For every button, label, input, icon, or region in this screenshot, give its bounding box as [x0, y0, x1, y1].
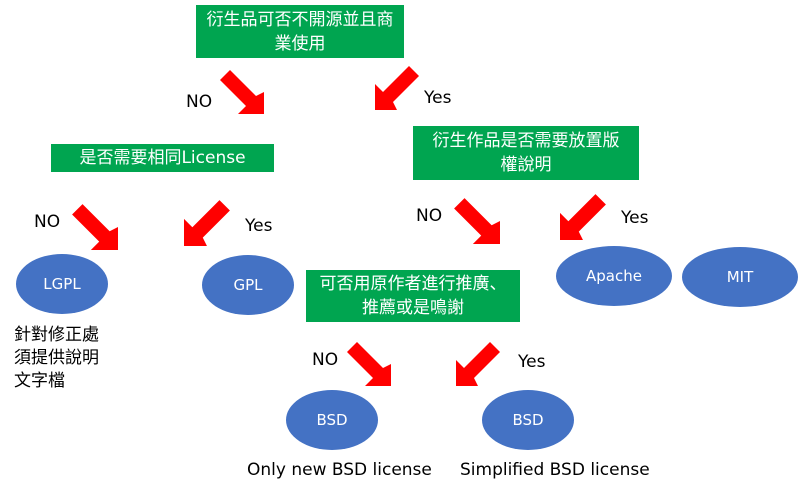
q1-yes-label: Yes [424, 88, 452, 108]
lgpl-note-line-1: 針對修正處 [14, 325, 99, 345]
license-mit-label: MIT [726, 268, 754, 286]
question-box-3: 衍生作品是否需要放置版 權說明 [413, 126, 639, 180]
arrow-q3-no [454, 198, 500, 244]
question-3-line-2: 權說明 [500, 155, 552, 175]
arrow-q2-yes [184, 200, 230, 246]
arrow-q1-no [220, 70, 264, 114]
question-4-line-2: 推薦或是鳴謝 [362, 298, 464, 318]
question-box-2: 是否需要相同License [51, 144, 274, 172]
question-1-line-1: 衍生品可否不開源並且商 [206, 9, 394, 30]
license-bsd-new-label: BSD [316, 411, 348, 429]
lgpl-note-line-3: 文字檔 [14, 371, 65, 391]
q1-no-label: NO [186, 92, 213, 112]
arrow-q4-yes [456, 342, 500, 386]
q3-yes-label: Yes [621, 208, 649, 228]
arrow-q4-no [347, 342, 391, 386]
q3-no-label: NO [416, 206, 443, 226]
question-box-1: 衍生品可否不開源並且商 業使用 [196, 5, 404, 58]
question-box-4: 可否用原作者進行推廣、 推薦或是鳴謝 [306, 270, 520, 322]
license-apache-label: Apache [586, 267, 642, 285]
bsd-new-caption: Only new BSD license [247, 460, 432, 480]
arrow-q2-no [72, 204, 118, 250]
license-node-lgpl: LGPL [16, 254, 108, 314]
question-2-text: 是否需要相同License [79, 148, 246, 168]
arrow-q3-yes [560, 194, 606, 240]
license-node-mit: MIT [682, 247, 798, 307]
license-node-bsd-simplified: BSD [482, 390, 574, 450]
license-node-gpl: GPL [202, 255, 294, 315]
license-lgpl-label: LGPL [43, 275, 81, 293]
question-3-line-1: 衍生作品是否需要放置版 [432, 131, 620, 151]
lgpl-note-line-2: 須提供說明 [14, 348, 99, 368]
license-node-bsd-new: BSD [286, 390, 378, 450]
license-gpl-label: GPL [233, 276, 263, 294]
license-node-apache: Apache [556, 246, 672, 306]
q4-no-label: NO [312, 350, 339, 370]
q2-no-label: NO [34, 212, 61, 232]
lgpl-note: 針對修正處 須提供說明 文字檔 [14, 324, 99, 393]
question-4-line-1: 可否用原作者進行推廣、 [319, 274, 507, 294]
q4-yes-label: Yes [518, 352, 546, 372]
q2-yes-label: Yes [245, 216, 273, 236]
bsd-simplified-caption: Simplified BSD license [460, 460, 650, 480]
license-bsd-simplified-label: BSD [512, 411, 544, 429]
arrow-q1-yes [375, 66, 419, 110]
question-1-line-2: 業使用 [274, 33, 326, 54]
